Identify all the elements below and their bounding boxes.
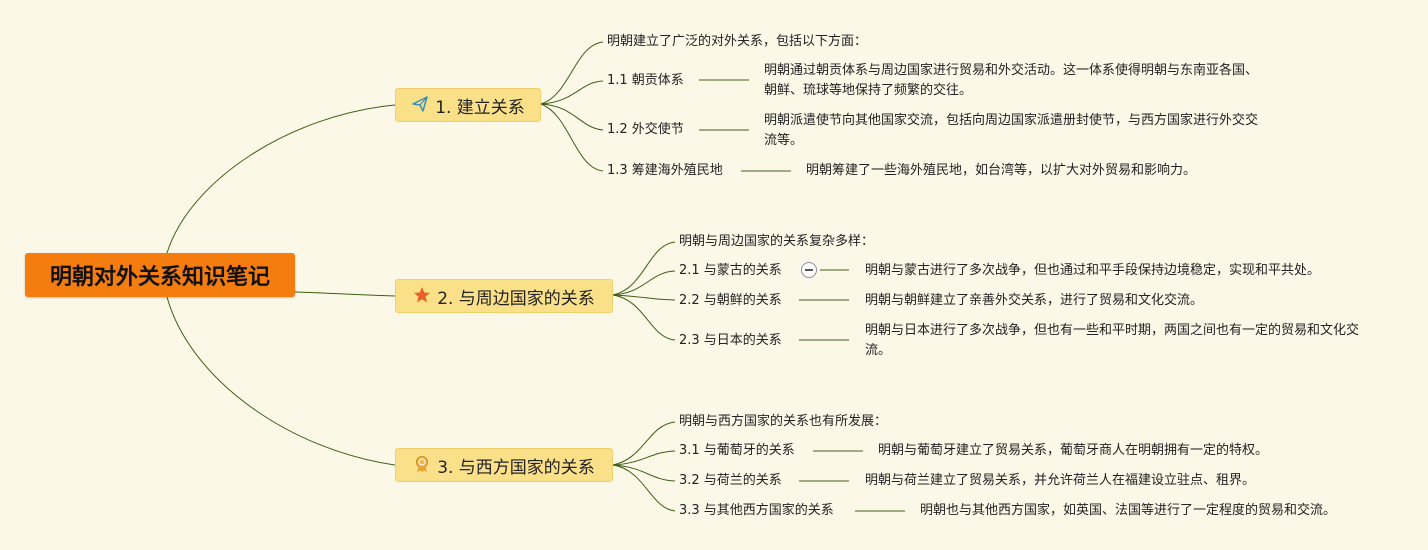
connector-b2-item3 — [612, 294, 676, 341]
subtopic-3-2-detail[interactable]: 明朝与荷兰建立了贸易关系，并允许荷兰人在福建设立驻点、租界。 — [865, 473, 1256, 488]
subtopic-1-1-detail[interactable]: 明朝通过朝贡体系与周边国家进行贸易和外交活动。这一体系使得明朝与东南亚各国、朝鲜… — [764, 63, 1259, 98]
connector-root-branch3 — [166, 296, 396, 466]
connector-root-branch2 — [294, 291, 396, 297]
connector-b2-item1 — [612, 270, 676, 296]
subtopic-1-2[interactable]: 1.2 外交使节 — [607, 122, 684, 137]
award-medal-icon — [413, 455, 431, 476]
subtopic-2-2-detail[interactable]: 明朝与朝鲜建立了亲善外交关系，进行了贸易和文化交流。 — [865, 293, 1204, 308]
branch-topic-2[interactable]: 2. 与周边国家的关系 — [395, 279, 613, 313]
subtopic-3-1-detail[interactable]: 明朝与葡萄牙建立了贸易关系，葡萄牙商人在明朝拥有一定的特权。 — [878, 443, 1269, 458]
subtopic-1-1[interactable]: 1.1 朝贡体系 — [607, 73, 684, 88]
subtopic-3-3-detail[interactable]: 明朝也与其他西方国家，如英国、法国等进行了一定程度的贸易和交流。 — [920, 503, 1337, 518]
connector-b3-item2 — [612, 464, 676, 482]
branch-topic-1-label: 1. 建立关系 — [435, 97, 525, 118]
subtopic-2-3[interactable]: 2.3 与日本的关系 — [679, 333, 782, 348]
subtopic-3-2[interactable]: 3.2 与荷兰的关系 — [679, 473, 782, 488]
branch-topic-2-label: 2. 与周边国家的关系 — [437, 288, 595, 309]
connector-b1-item3 — [540, 103, 604, 172]
subtopic-1-3-detail[interactable]: 明朝筹建了一些海外殖民地，如台湾等，以扩大对外贸易和影响力。 — [806, 163, 1197, 178]
connector-b3-item3 — [612, 464, 676, 512]
subtopic-3-3[interactable]: 3.3 与其他西方国家的关系 — [679, 503, 834, 518]
subtopic-2-1[interactable]: 2.1 与蒙古的关系 — [679, 263, 782, 278]
connector-b1-item1 — [540, 80, 604, 105]
connector-b3-item1 — [612, 450, 676, 466]
subtopic-2-3-detail[interactable]: 明朝与日本进行了多次战争，但也有一些和平时期，两国之间也有一定的贸易和文化交流。 — [865, 323, 1360, 358]
subtopic-1-3[interactable]: 1.3 筹建海外殖民地 — [607, 163, 723, 178]
subtopic-2-2[interactable]: 2.2 与朝鲜的关系 — [679, 293, 782, 308]
star-icon — [413, 286, 431, 307]
branch-topic-1[interactable]: 1. 建立关系 — [395, 88, 541, 122]
branch-1-intro[interactable]: 明朝建立了广泛的对外关系，包括以下方面： — [607, 34, 868, 49]
collapse-toggle-button[interactable] — [801, 262, 817, 278]
paper-plane-icon — [411, 95, 429, 116]
connector-b3-intro — [612, 421, 676, 466]
subtopic-2-1-detail[interactable]: 明朝与蒙古进行了多次战争，但也通过和平手段保持边境稳定，实现和平共处。 — [865, 263, 1321, 278]
subtopic-1-2-detail[interactable]: 明朝派遣使节向其他国家交流，包括向周边国家派遣册封使节，与西方国家进行外交交流等… — [764, 113, 1259, 148]
branch-2-intro[interactable]: 明朝与周边国家的关系复杂多样： — [679, 234, 875, 249]
connector-b1-intro — [540, 41, 604, 105]
branch-topic-3-label: 3. 与西方国家的关系 — [437, 457, 595, 478]
connector-b2-intro — [612, 241, 676, 296]
connector-b2-item2 — [612, 294, 676, 301]
connector-root-branch1 — [166, 104, 396, 254]
connector-b1-item2 — [540, 103, 604, 131]
subtopic-3-1[interactable]: 3.1 与葡萄牙的关系 — [679, 443, 795, 458]
minus-icon — [805, 269, 813, 271]
root-topic[interactable]: 明朝对外关系知识笔记 — [25, 253, 295, 297]
branch-topic-3[interactable]: 3. 与西方国家的关系 — [395, 448, 613, 482]
root-topic-label: 明朝对外关系知识笔记 — [49, 265, 270, 290]
branch-3-intro[interactable]: 明朝与西方国家的关系也有所发展： — [679, 414, 888, 429]
